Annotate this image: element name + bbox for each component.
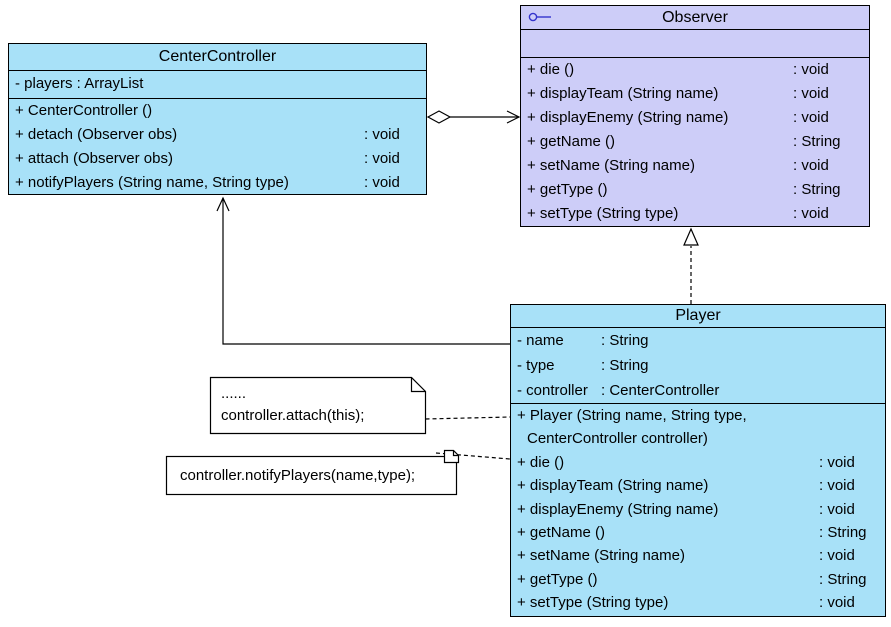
empty-attributes-compartment: [521, 30, 869, 58]
method-row: + detach (Observer obs) : void: [15, 126, 400, 143]
class-title: CenterController: [9, 44, 426, 71]
uml-note-notifyplayers[interactable]: controller.notifyPlayers(name,type);: [167, 456, 457, 495]
attribute-row: - players : ArrayList: [15, 75, 144, 92]
method-row: + Player (String name, String type,: [517, 407, 747, 424]
aggregation-diamond: [426, 110, 452, 124]
open-arrowhead-icon: [216, 196, 230, 212]
attribute-row: - controller: CenterController: [517, 382, 720, 399]
method-row: + notifyPlayers (String name, String typ…: [15, 174, 400, 191]
note-text-line: controller.attach(this);: [221, 407, 365, 424]
method-row: + setType (String type) : void: [527, 205, 829, 222]
aggregation-connector[interactable]: [426, 110, 521, 124]
hollow-triangle-arrowhead-icon: [683, 227, 699, 246]
class-title: Player: [511, 305, 885, 328]
method-row: + CenterController (): [15, 102, 153, 119]
method-row: + getType () : String: [527, 181, 841, 198]
method-row: + setName (String name) : void: [527, 157, 829, 174]
open-arrowhead-icon: [506, 110, 521, 124]
method-row: + getName () : String: [517, 523, 867, 541]
interface-lollipop-icon: [528, 12, 551, 22]
class-observer[interactable]: Observer + die () : void + displayTeam (…: [520, 5, 870, 227]
note-anchor-line: [425, 416, 511, 420]
association-connector[interactable]: [216, 196, 510, 345]
method-row: + die () : void: [527, 61, 829, 78]
method-row: + setType (String type) : void: [517, 594, 855, 612]
class-title: Observer: [662, 9, 728, 26]
class-centercontroller[interactable]: CenterController - players : ArrayList +…: [8, 43, 427, 195]
attribute-row: - name: String: [517, 332, 649, 349]
note-text-line: ......: [221, 385, 247, 402]
uml-note-attach[interactable]: ...... controller.attach(this);: [210, 377, 437, 440]
method-row-continuation: CenterController controller): [527, 430, 708, 448]
method-row: + displayEnemy (String name) : void: [527, 109, 829, 126]
method-row: + die () : void: [517, 453, 855, 471]
method-row: + displayTeam (String name) : void: [527, 85, 829, 102]
attribute-row: - type: String: [517, 357, 649, 374]
method-row: + displayTeam (String name) : void: [517, 477, 855, 495]
method-row: + setName (String name) : void: [517, 547, 855, 565]
method-row: + getType () : String: [517, 570, 867, 588]
realization-connector[interactable]: [683, 227, 699, 304]
note-text-line: controller.notifyPlayers(name,type);: [180, 467, 416, 484]
method-row: + displayEnemy (String name) : void: [517, 500, 855, 518]
class-player[interactable]: Player - name: String - type: String - c…: [510, 304, 886, 617]
method-row: + getName () : String: [527, 133, 841, 150]
method-row: + attach (Observer obs) : void: [15, 150, 400, 167]
